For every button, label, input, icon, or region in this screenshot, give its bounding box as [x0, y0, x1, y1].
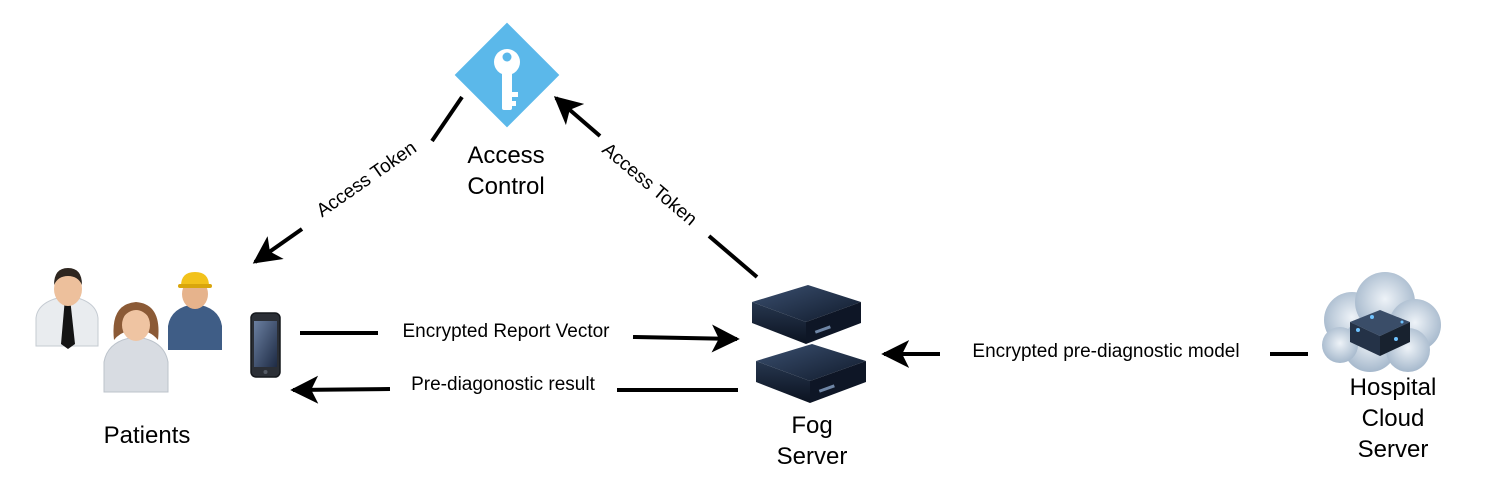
phone-icon [250, 312, 281, 378]
worker-person-icon [168, 272, 222, 350]
access-control-label-line2: Control [467, 173, 545, 200]
hospital-cloud-label-line2: Cloud [1361, 405, 1425, 432]
hospital-cloud-label-line1: Hospital [1349, 374, 1437, 401]
access-control-label-line1: Access [467, 142, 545, 169]
cloud-server-icon [1322, 272, 1441, 372]
edge-label-report-vector: Encrypted Report Vector [403, 321, 611, 342]
hospital-cloud-label: Hospital Cloud Server [1328, 372, 1458, 465]
edge-label-result: Pre-diagonostic result [411, 374, 595, 395]
edge-report-vector: Encrypted Report Vector [300, 321, 740, 353]
edge-label-token-from-fog: Access Token [598, 139, 701, 230]
key-icon [494, 49, 520, 110]
patients-icon [35, 268, 222, 393]
edge-label-token-to-patients: Access Token [313, 137, 421, 221]
hospital-cloud-label-line3: Server [1357, 436, 1429, 463]
fog-server-label-line2: Server [776, 443, 848, 470]
edge-token-from-fog: Access Token [553, 96, 759, 279]
fog-server-label: Fog Server [752, 410, 872, 472]
edge-label-model: Encrypted pre-diagnostic model [972, 341, 1239, 362]
edge-token-to-patients: Access Token [252, 95, 464, 264]
server-unit-top [752, 285, 861, 344]
edge-result: Pre-diagonostic result [290, 374, 738, 404]
patients-label: Patients [82, 420, 212, 451]
patients-label-text: Patients [103, 422, 191, 449]
doctor-person-icon [35, 268, 99, 349]
fog-server-icon [752, 285, 866, 403]
access-control-icon [454, 22, 560, 128]
server-unit-bottom [756, 344, 866, 403]
woman-person-icon [103, 302, 169, 393]
edge-model: Encrypted pre-diagnostic model [881, 340, 1308, 368]
fog-server-label-line1: Fog [791, 412, 833, 439]
access-control-label: Access Control [444, 140, 568, 202]
